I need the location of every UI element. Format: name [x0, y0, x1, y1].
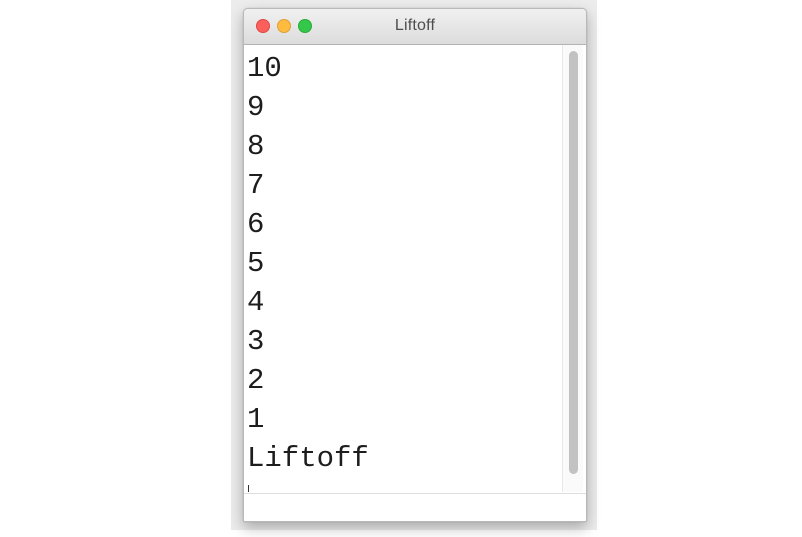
output-line: 9 [247, 91, 265, 124]
output-line: 3 [247, 325, 265, 358]
output-line: 2 [247, 364, 265, 397]
output-line: 5 [247, 247, 265, 280]
zoom-icon[interactable] [298, 19, 312, 33]
title-bar[interactable]: Liftoff [244, 9, 586, 45]
vertical-scrollbar[interactable] [562, 45, 583, 492]
output-line: 6 [247, 208, 265, 241]
text-caret [248, 485, 249, 492]
window-title: Liftoff [394, 17, 436, 34]
liftoff-window: Liftoff 10 9 8 7 6 5 4 3 2 1 Liftoff [243, 8, 587, 522]
output-line: 10 [247, 52, 282, 85]
output-text-area[interactable]: 10 9 8 7 6 5 4 3 2 1 Liftoff [245, 45, 561, 492]
output-line: 1 [247, 403, 265, 436]
output-line: 4 [247, 286, 265, 319]
output-line: 8 [247, 130, 265, 163]
bottom-bar [244, 493, 586, 521]
output-line: 7 [247, 169, 265, 202]
output-line: Liftoff [247, 442, 369, 475]
minimize-icon[interactable] [277, 19, 291, 33]
scrollbar-thumb[interactable] [569, 51, 578, 474]
close-icon[interactable] [256, 19, 270, 33]
